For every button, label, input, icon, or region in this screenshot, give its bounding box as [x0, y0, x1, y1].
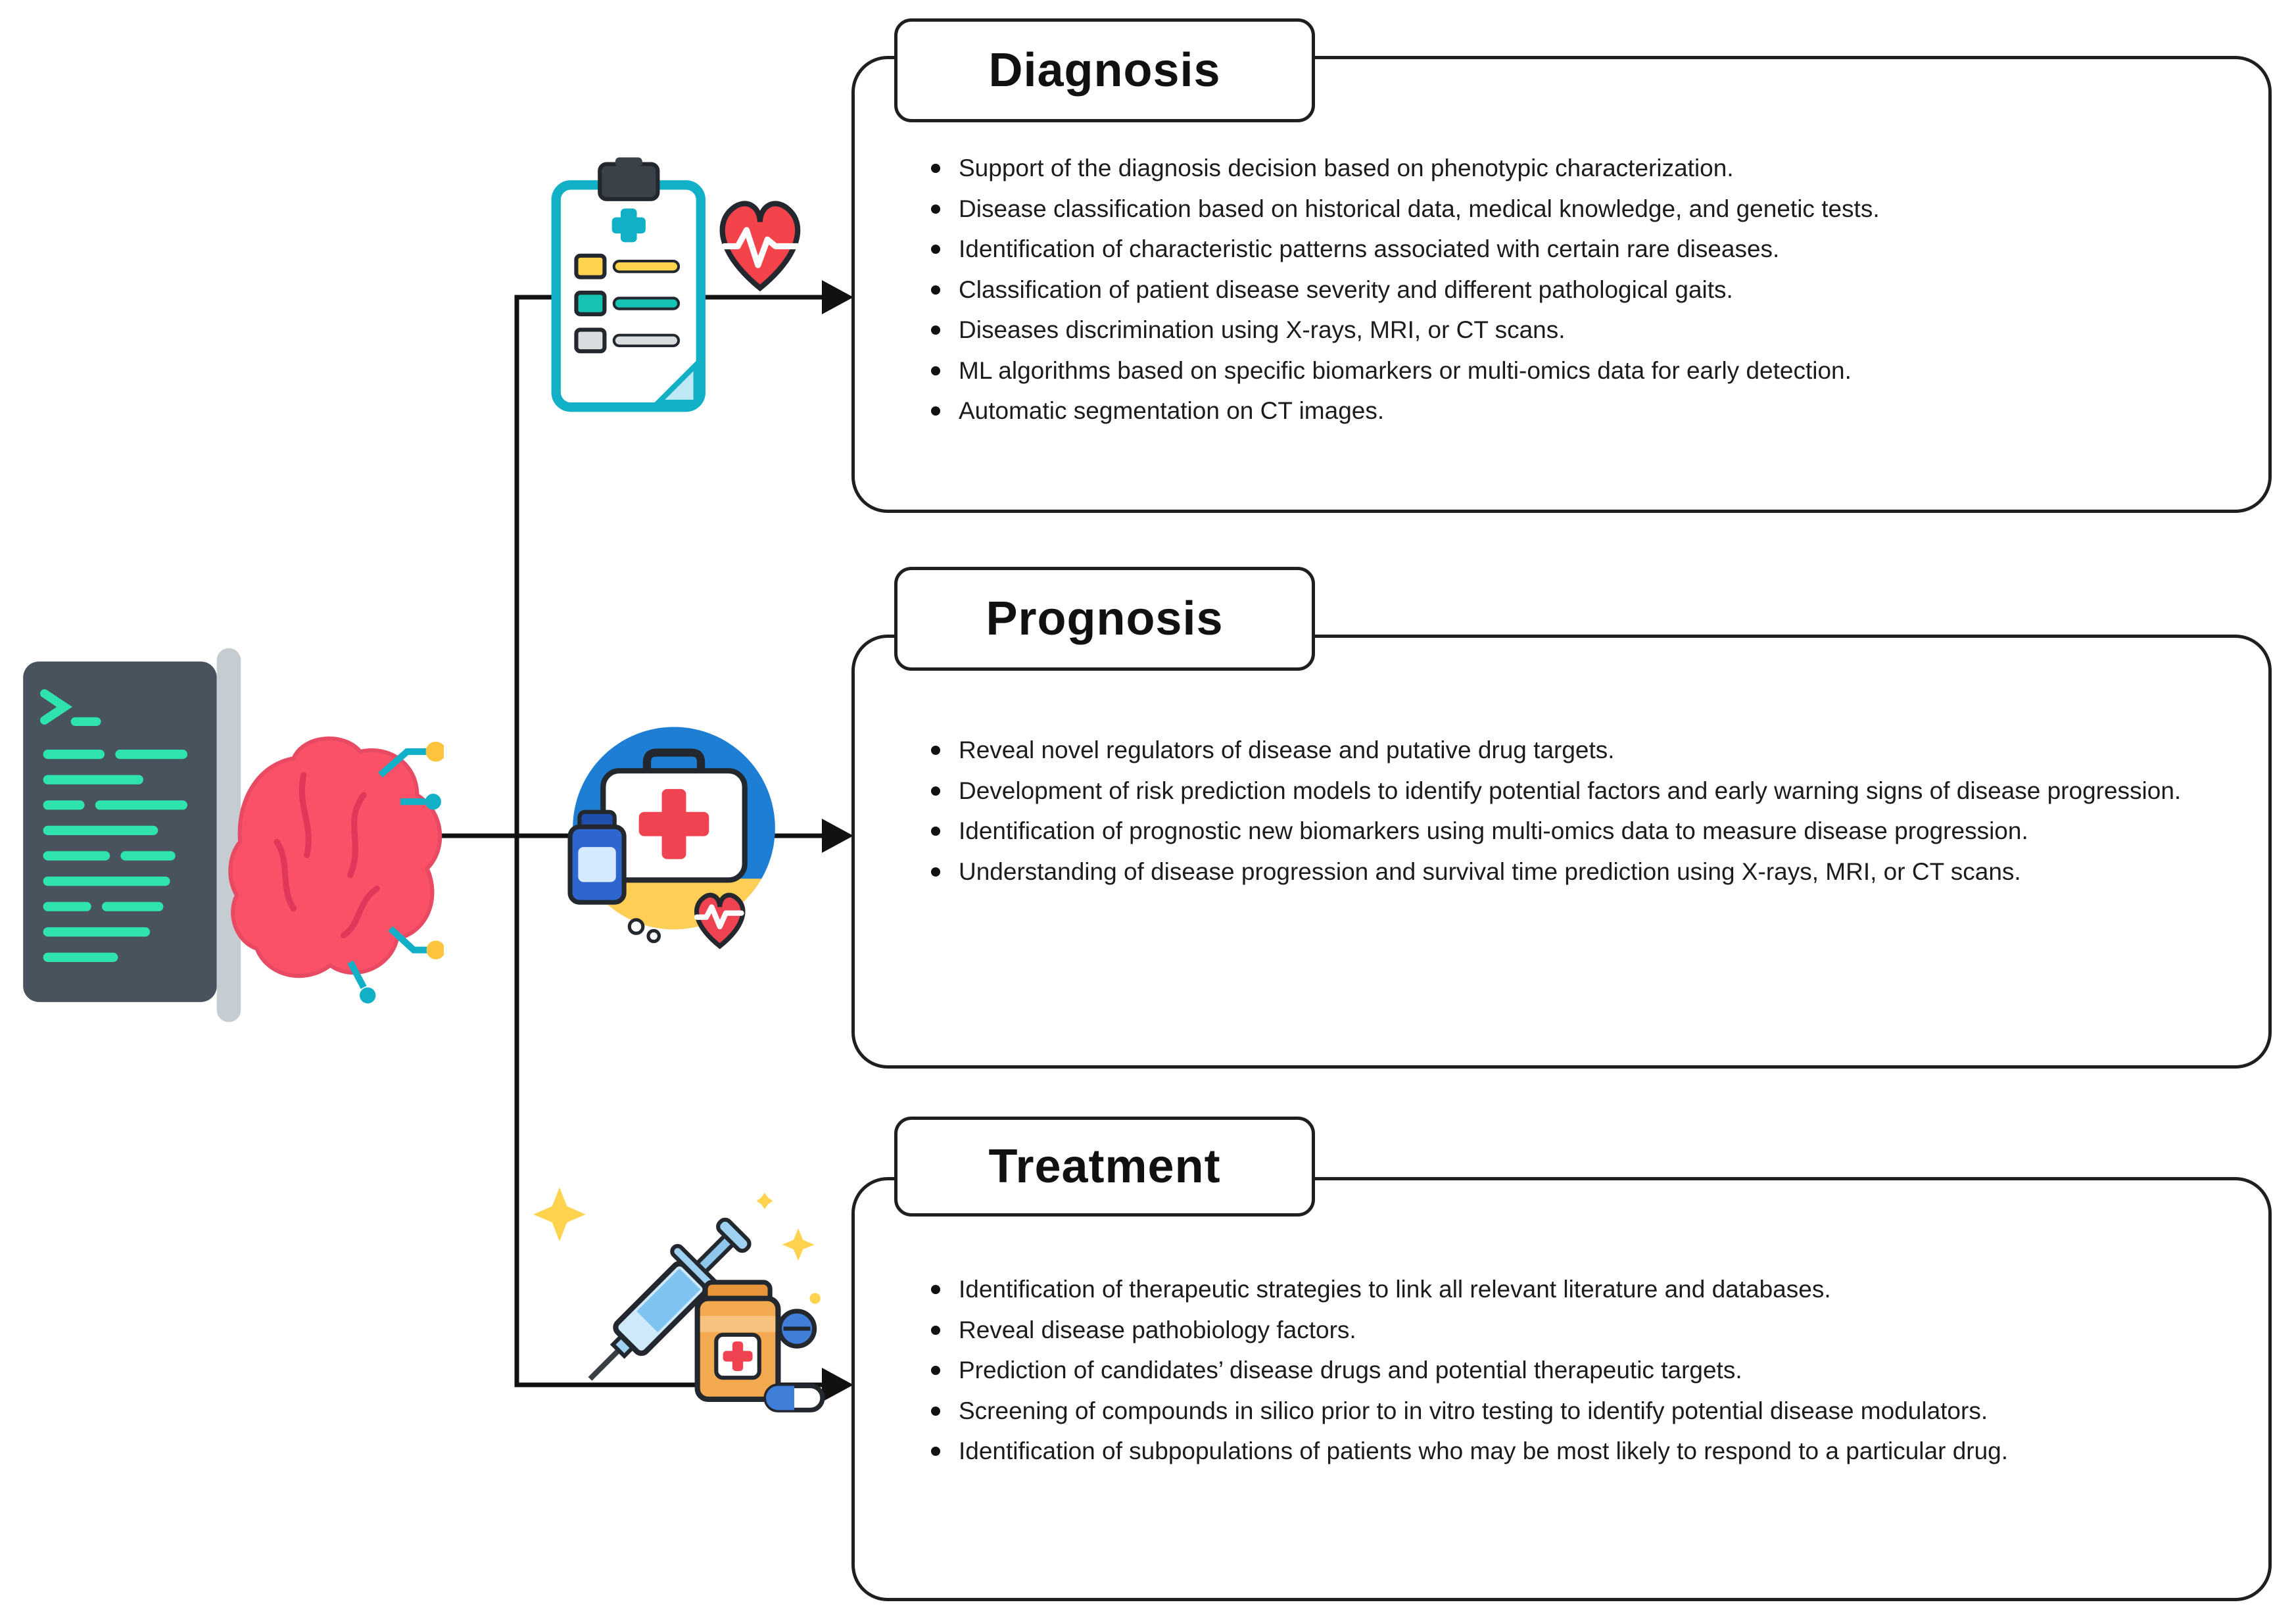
bullet-item: Automatic segmentation on CT images. [921, 394, 2216, 429]
bullet-item: Screening of compounds in silico prior t… [921, 1394, 2216, 1429]
prognosis-title: Prognosis [986, 592, 1224, 645]
bullet-item: Support of the diagnosis decision based … [921, 151, 2216, 186]
diagnosis-bullet-list: Support of the diagnosis decision based … [921, 151, 2216, 429]
diagnosis-panel: Support of the diagnosis decision based … [851, 56, 2272, 513]
first-aid-kit-icon [567, 727, 775, 950]
treatment-panel: Identification of therapeutic strategies… [851, 1177, 2272, 1601]
ai-brain-code-icon [23, 648, 444, 1023]
treatment-bullet-list: Identification of therapeutic strategies… [921, 1272, 2216, 1469]
prognosis-bullet-list: Reveal novel regulators of disease and p… [921, 733, 2216, 889]
bullet-item: Diseases discrimination using X-rays, MR… [921, 313, 2216, 348]
bullet-item: ML algorithms based on specific biomarke… [921, 354, 2216, 389]
bullet-item: Reveal disease pathobiology factors. [921, 1313, 2216, 1348]
bullet-item: Identification of characteristic pattern… [921, 232, 2216, 267]
diagnosis-title-tab: Diagnosis [894, 18, 1315, 122]
treatment-title: Treatment [988, 1140, 1221, 1193]
diagnosis-title: Diagnosis [988, 44, 1221, 97]
prognosis-title-tab: Prognosis [894, 567, 1315, 671]
bullet-item: Identification of subpopulations of pati… [921, 1434, 2216, 1469]
bullet-item: Identification of prognostic new biomark… [921, 814, 2216, 849]
bullet-item: Disease classification based on historic… [921, 192, 2216, 227]
clipboard-heart-icon [551, 157, 801, 412]
bullet-item: Prediction of candidates’ disease drugs … [921, 1353, 2216, 1388]
bullet-item: Reveal novel regulators of disease and p… [921, 733, 2216, 768]
bullet-item: Understanding of disease progression and… [921, 855, 2216, 890]
treatment-title-tab: Treatment [894, 1117, 1315, 1217]
prognosis-panel: Reveal novel regulators of disease and p… [851, 635, 2272, 1069]
bullet-item: Development of risk prediction models to… [921, 774, 2216, 809]
bullet-item: Classification of patient disease severi… [921, 273, 2216, 308]
syringe-pills-icon [533, 1187, 825, 1412]
bullet-item: Identification of therapeutic strategies… [921, 1272, 2216, 1307]
